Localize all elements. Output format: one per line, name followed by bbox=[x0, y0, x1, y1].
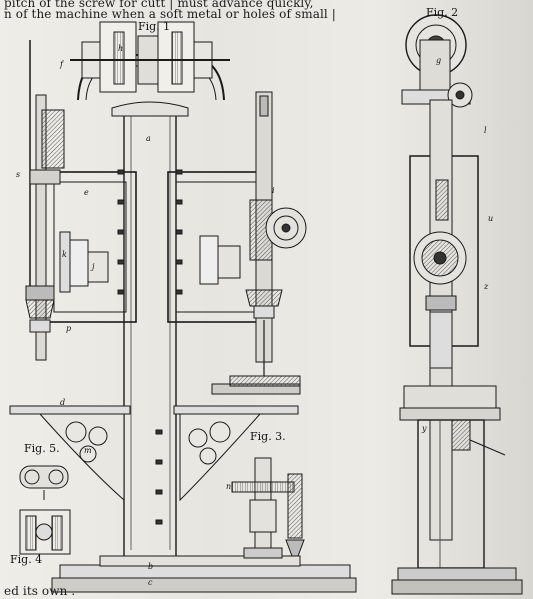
part-letter-e: e bbox=[84, 188, 89, 197]
part-letter-i: i bbox=[272, 186, 275, 195]
part-letter-b: b bbox=[148, 562, 154, 571]
part-letter-d: d bbox=[60, 398, 66, 407]
fig1-drill-press bbox=[9, 21, 357, 593]
part-letter-z: z bbox=[484, 282, 489, 291]
part-letter-m: m bbox=[84, 446, 92, 455]
header-text-line-1: pitch of the screw for cutt | must advan… bbox=[4, 0, 314, 10]
text-line-1-tail: must advance quickly, bbox=[177, 0, 314, 10]
text-line-1-separator: | bbox=[169, 0, 178, 10]
fig3-title: Fig. 3. bbox=[250, 430, 286, 443]
text-line-2-separator: | bbox=[331, 7, 336, 21]
fig5-title: Fig. 5. bbox=[24, 442, 60, 455]
text-line-1-start: pitch of the screw for cutt bbox=[4, 0, 166, 10]
part-letter-l: l bbox=[484, 126, 487, 135]
part-letter-h: h bbox=[118, 44, 124, 53]
fig2-side-view bbox=[391, 14, 523, 595]
text-line-2: n of the machine when a soft metal or ho… bbox=[4, 7, 328, 21]
fig3-detail bbox=[231, 457, 305, 559]
part-letter-j: j bbox=[92, 262, 95, 271]
fig1-title: Fig. 1 bbox=[138, 20, 171, 33]
fig2-title: Fig. 2 bbox=[426, 6, 459, 19]
part-letter-s: s bbox=[16, 170, 21, 179]
part-letter-p: p bbox=[66, 324, 72, 333]
part-letter-k: k bbox=[62, 250, 67, 259]
part-letter-n: n bbox=[226, 482, 232, 491]
part-letter-u: u bbox=[488, 214, 494, 223]
part-letter-f: f bbox=[60, 60, 63, 69]
part-letter-y: y bbox=[422, 424, 427, 433]
part-letter-a: a bbox=[146, 134, 151, 143]
fig4-fig5-details bbox=[19, 465, 71, 555]
part-letter-g: g bbox=[436, 56, 442, 65]
part-letter-c: c bbox=[148, 578, 153, 587]
fig4-title: Fig. 4 bbox=[10, 553, 43, 566]
header-text-line-2: n of the machine when a soft metal or ho… bbox=[4, 7, 336, 21]
footer-text-line: ed its own . bbox=[4, 584, 76, 598]
